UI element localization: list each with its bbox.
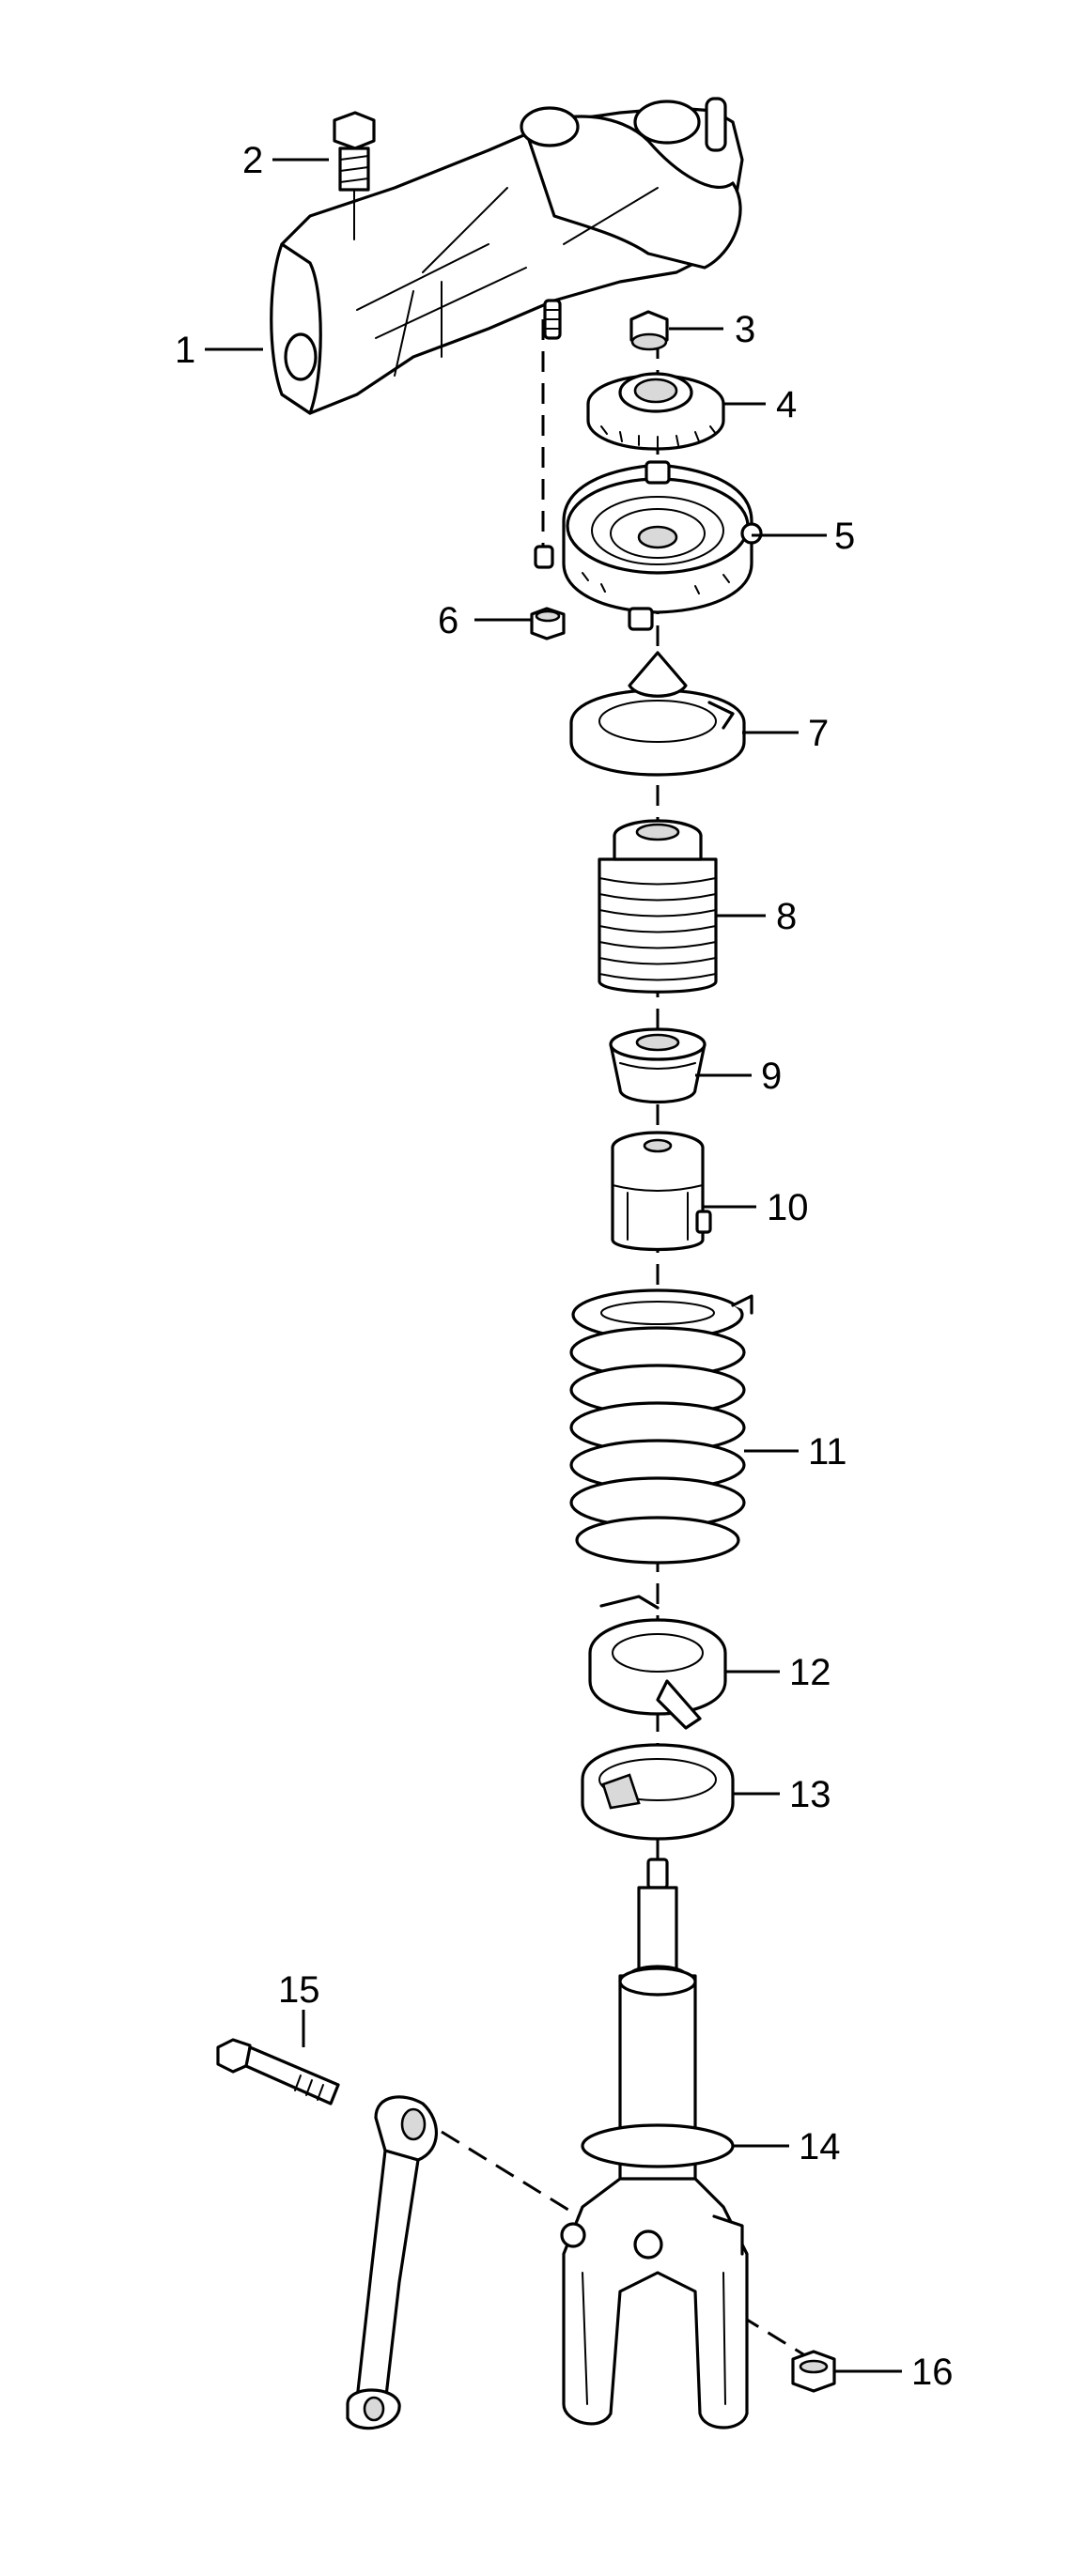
part-9-bump-stop <box>609 1027 707 1103</box>
label-11: 11 <box>808 1431 847 1473</box>
part-11-coil-spring <box>569 1288 753 1565</box>
part-1-upper-mount-bracket <box>270 97 744 415</box>
part-3-nut <box>629 310 669 351</box>
part-2-bolt <box>333 111 376 240</box>
label-3: 3 <box>735 309 755 350</box>
label-5: 5 <box>834 516 855 557</box>
part-6-nut <box>530 545 566 640</box>
part-4-bearing-ring <box>586 372 725 451</box>
part-5-strut-mount-plate <box>562 460 763 631</box>
label-8: 8 <box>776 896 797 937</box>
label-1: 1 <box>175 330 195 371</box>
label-6: 6 <box>438 600 458 641</box>
label-2: 2 <box>242 140 263 181</box>
label-9: 9 <box>761 1056 782 1097</box>
label-15: 15 <box>278 1969 320 2011</box>
callout-labels: 1 2 3 4 5 6 7 8 9 10 11 12 13 14 15 16 <box>175 140 954 2393</box>
label-12: 12 <box>789 1652 831 1693</box>
part-16-nut <box>791 2350 836 2393</box>
label-7: 7 <box>808 713 829 754</box>
leader-lines <box>205 158 902 2373</box>
part-12-lower-spring-seat <box>588 1595 727 1730</box>
label-4: 4 <box>776 384 797 425</box>
part-8-dust-boot <box>598 819 718 994</box>
part-13-spring-plate <box>581 1743 735 1841</box>
part-10-protective-sleeve <box>611 1131 712 1252</box>
part-7-upper-spring-seat <box>569 651 746 777</box>
part-15-stabilizer-link <box>216 2038 438 2430</box>
label-14: 14 <box>799 2126 841 2167</box>
label-10: 10 <box>767 1187 809 1228</box>
label-13: 13 <box>789 1774 831 1815</box>
label-16: 16 <box>911 2352 954 2393</box>
part-14-shock-absorber <box>560 1858 749 2429</box>
